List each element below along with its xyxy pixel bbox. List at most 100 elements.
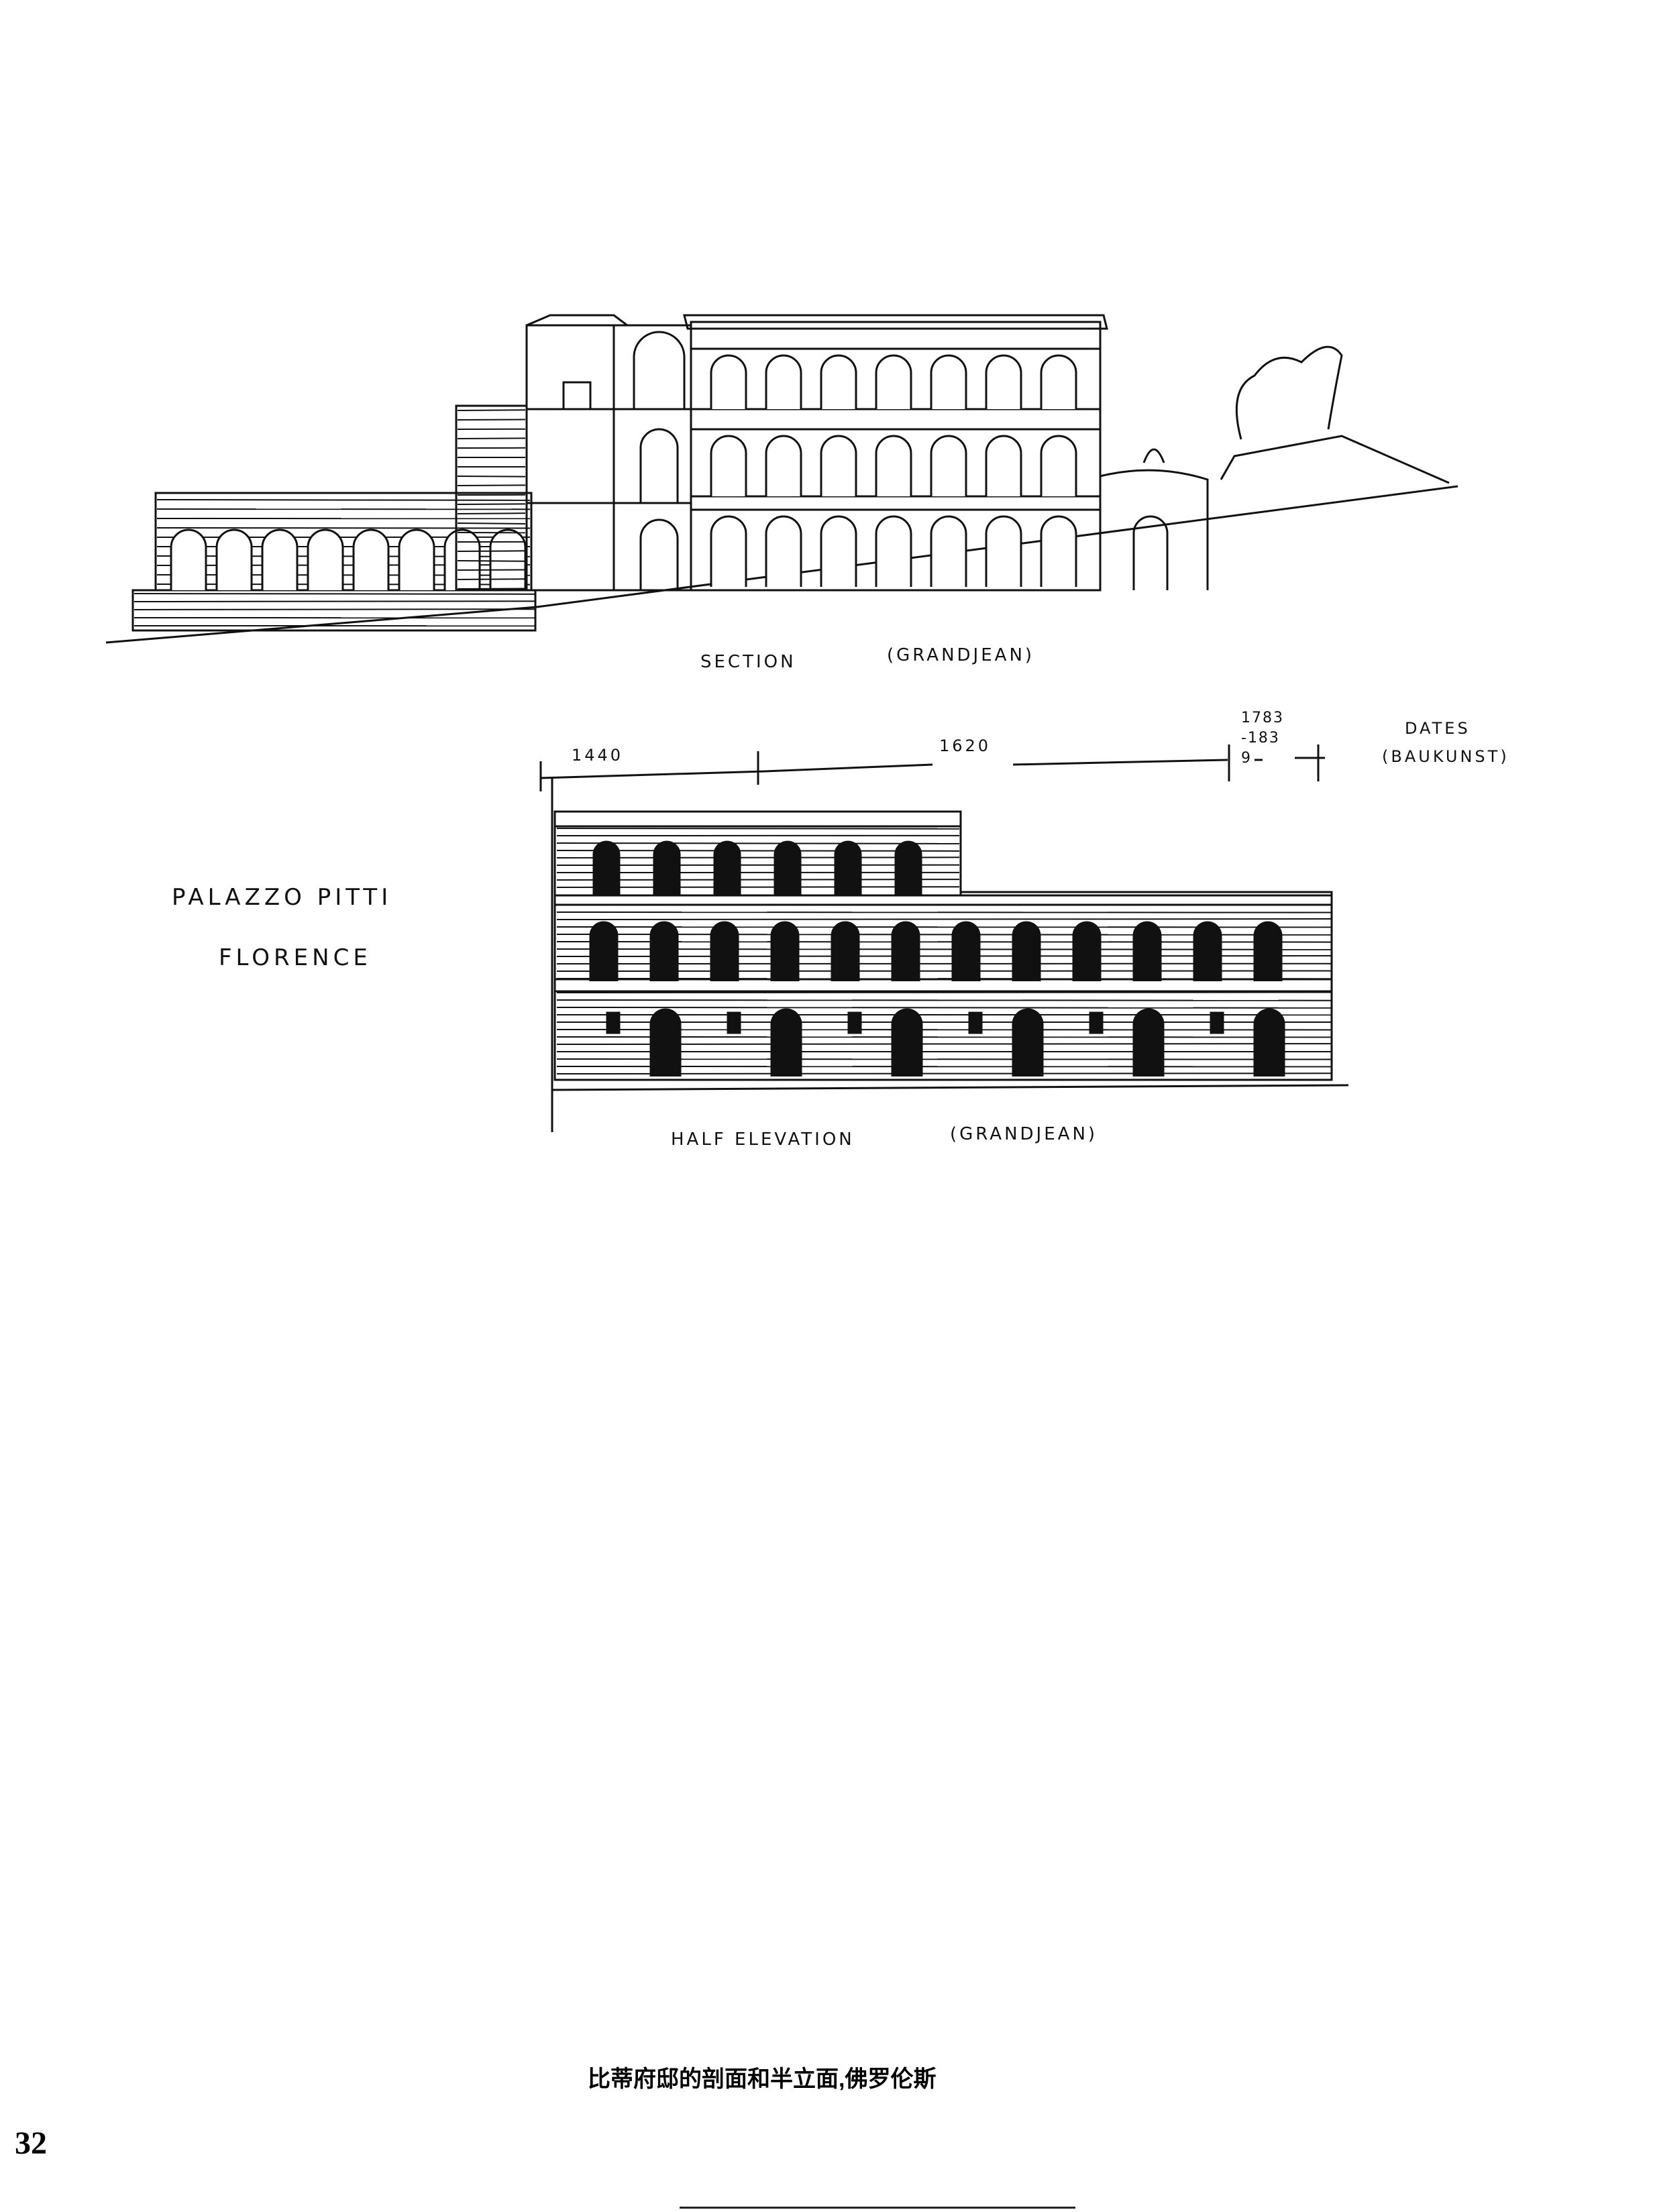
arcade-arch [490, 530, 525, 590]
dates-label: DATES [1405, 719, 1471, 738]
masonry-line [557, 919, 1332, 920]
ground-window [1090, 1013, 1102, 1033]
upper-window [775, 842, 800, 895]
ground-window [728, 1013, 740, 1033]
facade-arch [766, 516, 801, 587]
facade-arch [931, 355, 966, 409]
arcade-arch [171, 530, 206, 590]
ground-arch [771, 1009, 801, 1076]
facade-arch [931, 436, 966, 496]
ground-window [849, 1013, 861, 1033]
facade-arch [876, 516, 911, 587]
arcade-arch [217, 530, 252, 590]
facade-arch [821, 355, 856, 409]
arcade-arch [262, 530, 297, 590]
arcade-arch [308, 530, 343, 590]
garden-slope [1221, 436, 1449, 483]
elevation-base [552, 1085, 1348, 1090]
dates-source: (BAUKUNST) [1382, 747, 1509, 766]
masonry-line [157, 528, 530, 529]
facade-arch [766, 436, 801, 496]
ground-arch [892, 1009, 922, 1076]
masonry-line [557, 843, 959, 844]
building-name: PALAZZO PITTI [172, 884, 392, 911]
section-credit: (GRANDJEAN) [887, 645, 1034, 665]
middle-window [590, 922, 617, 981]
masonry-line [458, 523, 525, 524]
middle-window [1013, 922, 1040, 981]
middle-window [711, 922, 738, 981]
facade-arch [986, 355, 1021, 409]
balustrade [555, 895, 1332, 905]
building-city: FLORENCE [219, 944, 372, 971]
section-window [564, 382, 590, 409]
masonry-line [557, 828, 959, 829]
date-mark-1783-1839: 1783-1839 [1241, 708, 1288, 769]
section-core [527, 325, 691, 590]
figure-caption: 比蒂府邸的剖面和半立面,佛罗伦斯 [588, 2060, 936, 2093]
timeline [541, 758, 1325, 778]
facade-arch [711, 516, 746, 587]
facade-arch [1041, 355, 1076, 409]
facade-arch [1041, 516, 1076, 587]
ground-arch [1013, 1009, 1043, 1076]
ground-arch [1134, 1009, 1163, 1076]
masonry-line [458, 513, 525, 514]
masonry-line [458, 569, 525, 570]
ground-window [969, 1013, 981, 1033]
ground-window [607, 1013, 619, 1033]
masonry-line [557, 1000, 1332, 1001]
masonry-line [557, 992, 1332, 993]
middle-window [1073, 922, 1100, 981]
facade-arch [986, 436, 1021, 496]
ground-window [1211, 1013, 1223, 1033]
trees [1236, 347, 1342, 439]
upper-window [594, 842, 619, 895]
facade-arch [876, 355, 911, 409]
ground-arch [1255, 1009, 1284, 1076]
middle-window [1194, 922, 1221, 981]
facade-arch [766, 355, 801, 409]
upper-window [835, 842, 861, 895]
arcade-arch [445, 530, 480, 590]
bottom-rule [680, 2207, 1075, 2209]
fountain [1144, 449, 1164, 463]
section-arch [641, 520, 678, 590]
facade-arch [876, 436, 911, 496]
arcade-arch [354, 530, 388, 590]
facade-arch [1041, 436, 1076, 496]
masonry-line [458, 438, 525, 439]
balustrade [555, 812, 961, 826]
date-mark-1620: 1620 [939, 736, 991, 755]
elevation-credit: (GRANDJEAN) [950, 1124, 1098, 1144]
section-label: SECTION [700, 652, 796, 672]
facade-arch [711, 355, 746, 409]
section-arch [634, 332, 684, 409]
facade-arch [931, 516, 966, 587]
upper-window [654, 842, 680, 895]
elevation-label: HALF ELEVATION [671, 1129, 855, 1150]
middle-window [1134, 922, 1161, 981]
middle-window [832, 922, 859, 981]
masonry-line [458, 476, 525, 477]
upper-window [896, 842, 921, 895]
facade-arch [821, 436, 856, 496]
masonry-line [557, 1007, 1332, 1008]
middle-window [953, 922, 979, 981]
middle-window [651, 922, 678, 981]
section-drawing [106, 315, 1458, 643]
masonry-line [557, 912, 1332, 913]
ground-arch [651, 1009, 680, 1076]
facade-arch [821, 516, 856, 587]
upper-window [714, 842, 740, 895]
middle-window [892, 922, 919, 981]
middle-window [771, 922, 798, 981]
arcade-arch [399, 530, 434, 590]
facade-arch [711, 436, 746, 496]
masonry-line [134, 609, 535, 610]
date-mark-1440: 1440 [572, 746, 623, 765]
masonry-line [458, 419, 525, 420]
page-number: 32 [15, 2125, 47, 2162]
section-arch [641, 429, 678, 503]
